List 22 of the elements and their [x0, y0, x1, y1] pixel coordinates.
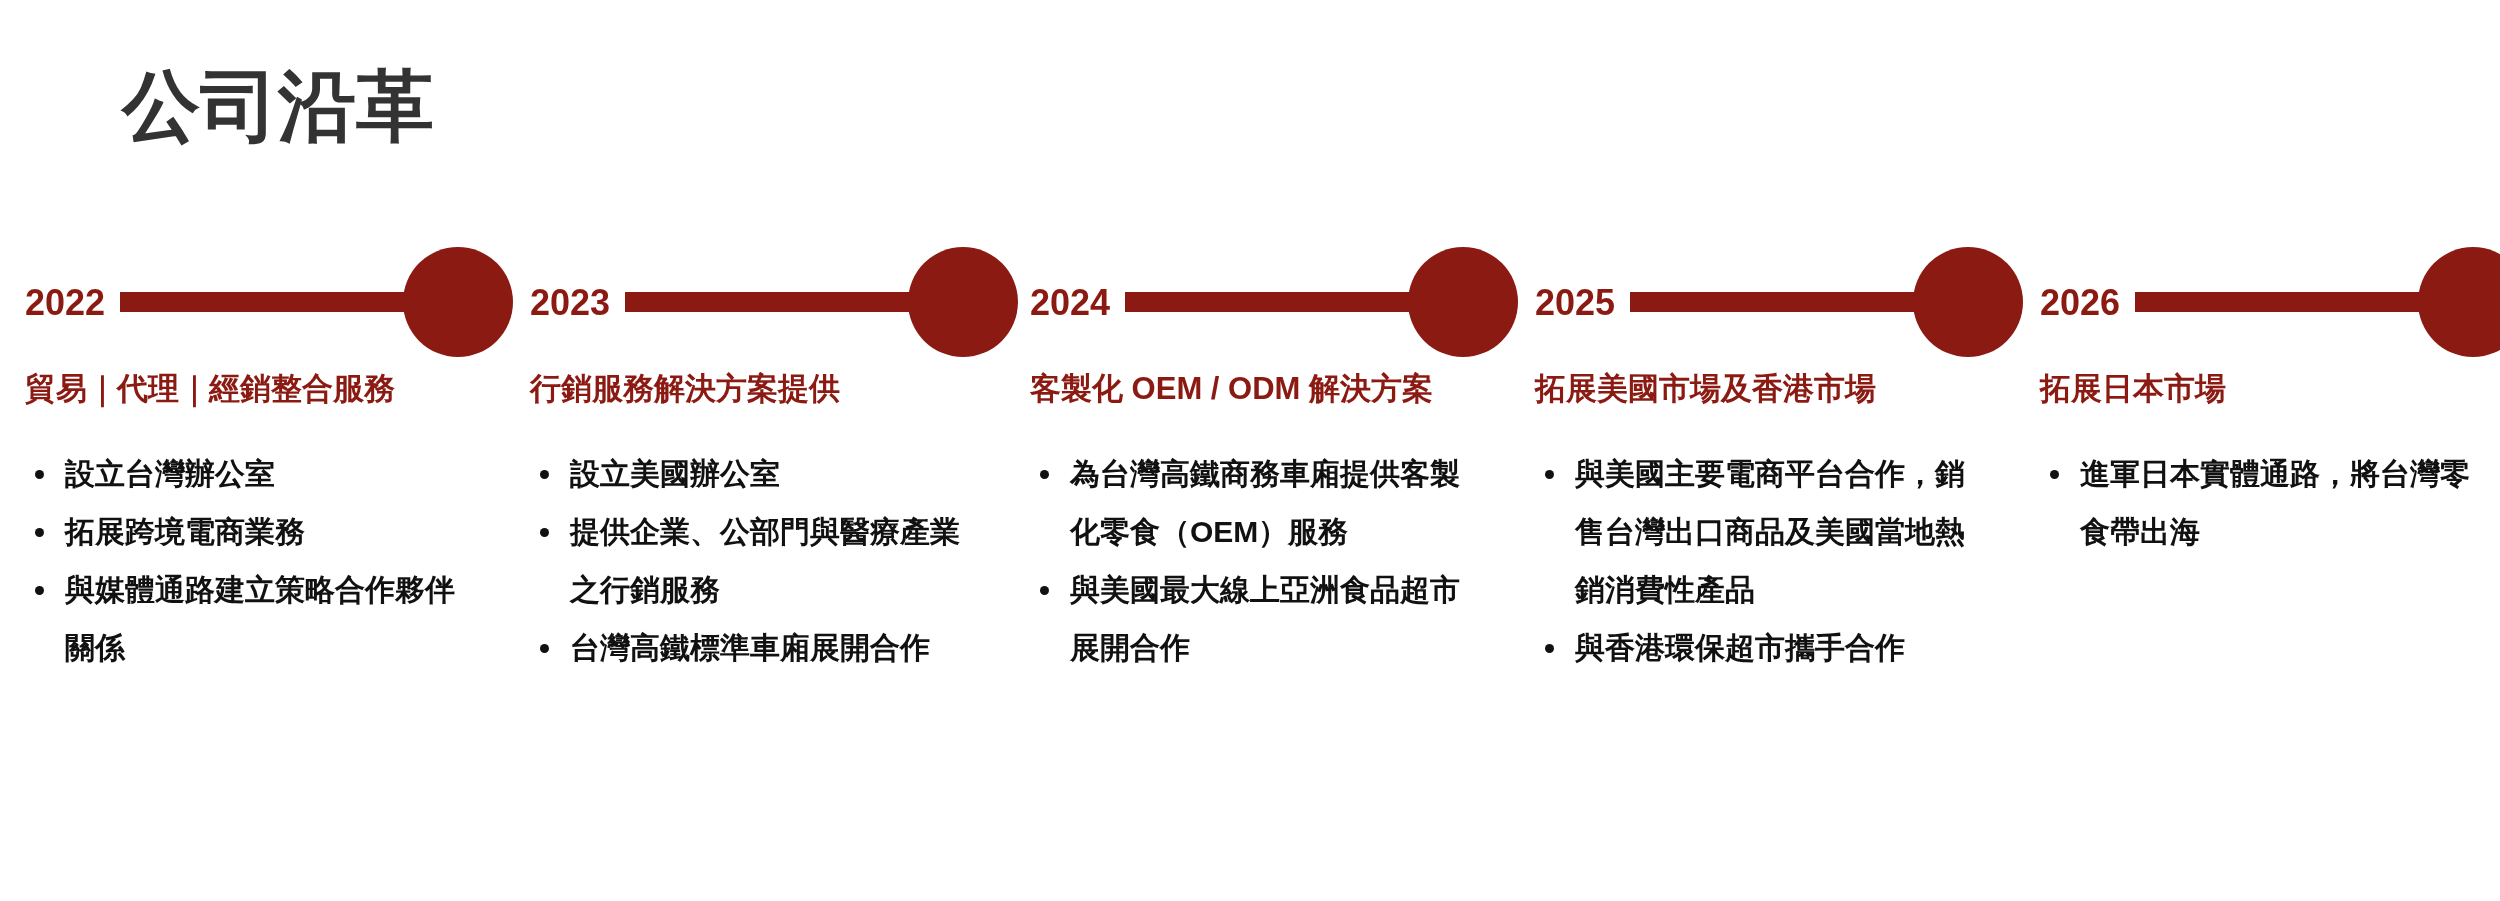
bullet-text: 台灣高鐵標準車廂展開合作 [570, 631, 930, 664]
milestone-heading: 拓展日本市場 [2040, 370, 2226, 408]
year-label: 2024 [1030, 282, 1111, 324]
milestone-heading: 客製化 OEM / ODM 解決方案 [1030, 370, 1433, 408]
year-label: 2026 [2040, 282, 2121, 324]
bullet-text: 設立美國辦公室 [570, 457, 780, 490]
bullet-text: 拓展跨境電商業務 [65, 515, 305, 548]
bullet-text: 進軍日本實體通路，將台灣零食帶出海 [2080, 457, 2470, 548]
bullet-text: 為台灣高鐵商務車廂提供客製化零食（OEM）服務 [1070, 457, 1460, 548]
milestone-heading: 拓展美國市場及香港市場 [1535, 370, 1876, 408]
page-title: 公司沿革 [122, 61, 434, 152]
year-label: 2022 [25, 282, 106, 324]
milestone-heading: 行銷服務解決方案提供 [530, 370, 840, 408]
year-label: 2025 [1535, 282, 1616, 324]
bullet-text: 設立台灣辦公室 [65, 457, 275, 490]
bullet-text: 與美國最大線上亞洲食品超市展開合作 [1070, 573, 1460, 664]
bullet-text: 與美國主要電商平台合作，銷售台灣出口商品及美國當地熱銷消費性產品 [1575, 457, 1965, 606]
bullet-text: 與香港環保超市攜手合作 [1575, 631, 1905, 664]
milestone-heading: 貿易｜代理｜經銷整合服務 [25, 370, 395, 410]
bullet-text: 提供企業、公部門與醫療產業之行銷服務 [570, 515, 960, 606]
year-label: 2023 [530, 282, 611, 324]
bullet-text: 與媒體通路建立策略合作夥伴關係 [65, 573, 455, 664]
